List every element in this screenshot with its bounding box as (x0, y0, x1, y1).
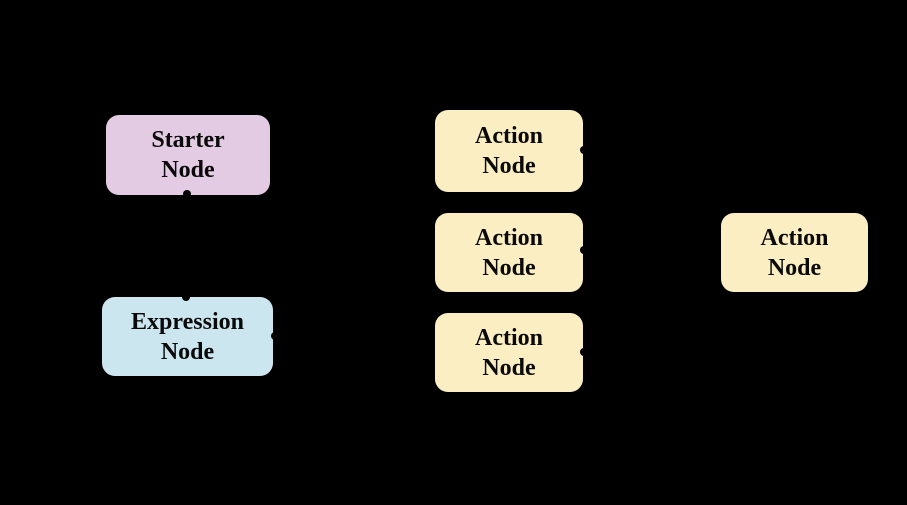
arrow-tip-icon (580, 146, 588, 154)
expression-node-label-line1: Expression (131, 308, 244, 335)
starter-node-label-line2: Node (161, 157, 215, 183)
arrow-tip-icon (580, 348, 588, 356)
action-node-right-label-line1: Action (760, 224, 829, 251)
action-node-2-label-line2: Node (482, 254, 536, 281)
action-node-right-label-line2: Node (767, 254, 822, 281)
action-node-2-label-line1: Action (475, 224, 543, 251)
action-node-1: Action Node (435, 110, 583, 192)
arrow-tip-icon (580, 246, 588, 254)
arrow-tip-icon (183, 190, 191, 198)
action-node-3-label-line1: Action (475, 324, 543, 351)
action-node-3-label-line2: Node (482, 354, 536, 381)
starter-node: Starter Node (106, 115, 270, 195)
action-node-1-label-line1: Action (475, 123, 543, 149)
expression-node-label-line2: Node (160, 338, 215, 365)
starter-node-label-line1: Starter (151, 127, 225, 153)
arrow-tip-icon (271, 332, 279, 340)
action-node-3: Action Node (435, 313, 583, 392)
action-node-right: Action Node (721, 213, 868, 292)
expression-node: Expression Node (102, 297, 273, 376)
arrow-tip-icon (182, 293, 190, 301)
action-node-1-label-line2: Node (482, 153, 536, 179)
action-node-2: Action Node (435, 213, 583, 292)
